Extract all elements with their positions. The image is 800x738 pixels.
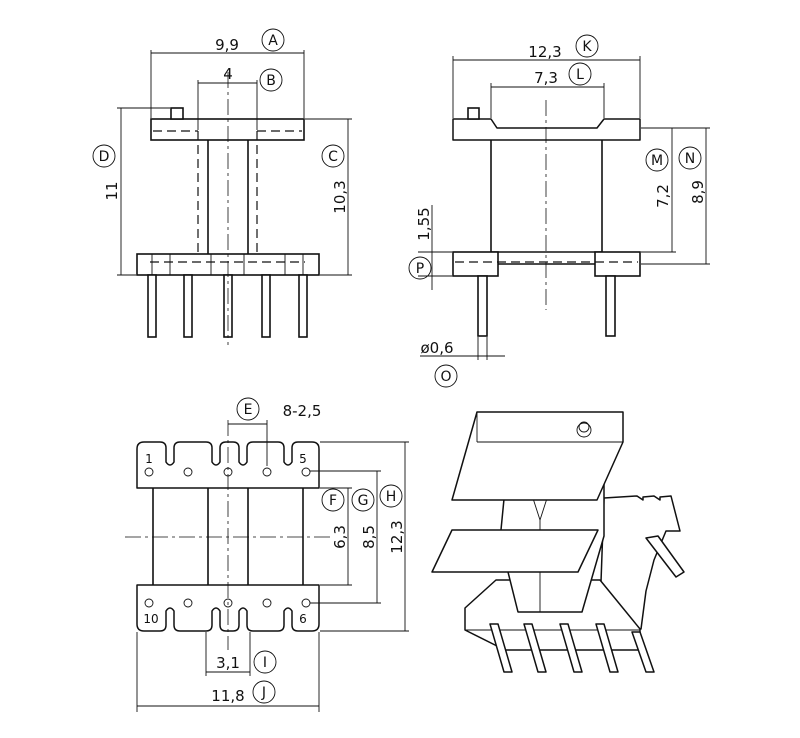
front-height-value: 11: [103, 181, 121, 200]
front-core-value: 4: [223, 65, 233, 83]
side-base-letter: P: [416, 261, 424, 277]
front-flange-value: 10,3: [331, 180, 349, 213]
bottom-pitch-value: 8-2,5: [283, 402, 322, 420]
front-width-letter: A: [268, 33, 278, 49]
pin-label-5: 5: [299, 452, 307, 466]
side-view: 12,3 K 7,3 L 7,2 M 8,9 N 1,55 P ø0,: [408, 34, 710, 388]
side-pin: [477, 275, 488, 337]
front-view: 9,9 A 4 B 11 D 10,3 C: [92, 28, 352, 345]
front-pin: [147, 274, 157, 338]
pin-label-10: 10: [143, 612, 158, 626]
pin-label-1: 1: [145, 452, 153, 466]
bottom-bottom-comb: [136, 584, 320, 632]
pin-label-6: 6: [299, 612, 307, 626]
bottom-slot-letter: G: [358, 493, 369, 509]
front-height-letter: D: [99, 149, 110, 165]
side-window-height-letter: M: [651, 153, 663, 169]
iso-pin: [559, 623, 583, 673]
side-window-value: 7,3: [534, 69, 558, 87]
side-width-letter: K: [582, 39, 592, 55]
front-orientation-nub: [170, 107, 184, 120]
iso-bottom-flange: [431, 529, 599, 573]
iso-pin: [595, 623, 619, 673]
iso-pin: [523, 623, 547, 673]
bottom-top-comb: [136, 441, 320, 489]
bottom-width-letter: J: [261, 685, 266, 701]
bottom-depth-letter: H: [386, 489, 397, 505]
side-base-right: [594, 251, 641, 277]
bottom-row-spacing-value: 6,3: [331, 525, 349, 549]
bottom-width-value: 11,8: [211, 687, 244, 705]
iso-top-flange: [451, 411, 624, 501]
side-window-height-value: 7,2: [654, 184, 672, 208]
iso-side-pin: [645, 535, 685, 578]
side-base-left: [452, 251, 499, 277]
isometric-view: [431, 411, 685, 673]
side-orientation-nub: [467, 107, 480, 120]
iso-pin: [489, 623, 513, 673]
bottom-slot-value: 8,5: [360, 525, 378, 549]
bottom-core-letter: I: [263, 655, 267, 671]
bottom-core-value: 3,1: [216, 654, 240, 672]
side-pin-diameter-letter: O: [440, 369, 451, 385]
side-top-height-letter: N: [685, 151, 695, 167]
side-top-height-value: 8,9: [689, 180, 707, 204]
front-core-letter: B: [266, 73, 276, 89]
front-width-value: 9,9: [215, 36, 239, 54]
front-pin: [261, 274, 271, 338]
bottom-row-spacing-letter: F: [329, 493, 337, 509]
front-pin: [298, 274, 308, 338]
iso-pin: [631, 631, 655, 673]
side-pin: [605, 275, 616, 337]
bottom-view: 1 5 10 6 8-2,5 E 6,3 F 8,5 G 12,3 H 3: [125, 397, 409, 712]
side-base-value: 1,55: [415, 207, 433, 240]
front-top-flange: [150, 118, 305, 141]
side-window-letter: L: [576, 67, 584, 83]
side-width-value: 12,3: [528, 43, 561, 61]
bottom-depth-value: 12,3: [388, 520, 406, 553]
bottom-pitch-letter: E: [244, 402, 253, 418]
side-pin-diameter-value: ø0,6: [420, 339, 453, 357]
side-top-flange: [452, 118, 641, 141]
front-pin: [183, 274, 193, 338]
front-flange-letter: C: [328, 149, 338, 165]
